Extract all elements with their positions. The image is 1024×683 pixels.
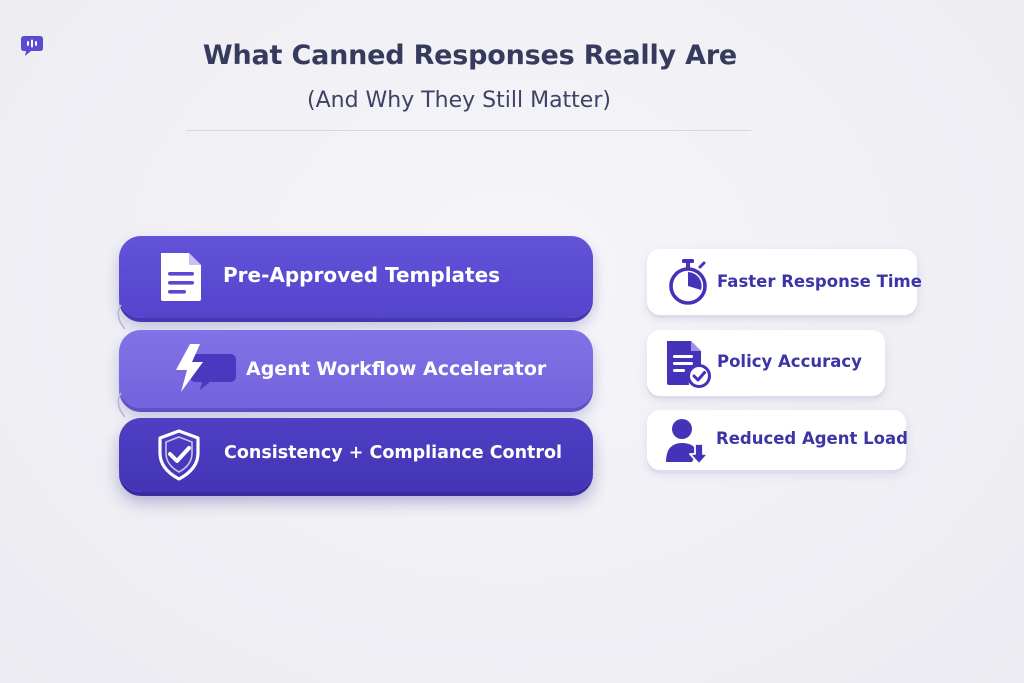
layer-label: Pre-Approved Templates: [223, 263, 501, 287]
page-title: What Canned Responses Really Are: [202, 40, 738, 71]
layer-consistency-compliance-control: Consistency + Compliance Control: [119, 418, 593, 492]
benefit-label: Policy Accuracy: [717, 352, 862, 371]
lightning-chat-icon: [170, 342, 238, 394]
benefit-reduced-agent-load: Reduced Agent Load: [647, 410, 908, 470]
layer-label: Agent Workflow Accelerator: [246, 358, 547, 380]
shield-check-icon: [157, 429, 201, 481]
layer-pre-approved-templates: Pre-Approved Templates: [119, 236, 593, 318]
band-curl-decoration: [117, 304, 126, 330]
stopwatch-icon: [666, 257, 710, 307]
user-down-arrow-icon: [664, 416, 710, 466]
chat-logo-icon: [20, 35, 44, 57]
page-subtitle: (And Why They Still Matter): [307, 88, 611, 113]
document-check-icon: [665, 339, 711, 389]
band-curl-decoration: [117, 392, 126, 418]
benefit-faster-response-time: Faster Response Time: [647, 249, 922, 315]
header-divider: [186, 130, 751, 131]
document-icon: [157, 251, 205, 303]
benefit-policy-accuracy: Policy Accuracy: [647, 330, 885, 396]
benefit-label: Faster Response Time: [717, 272, 922, 291]
layer-label: Consistency + Compliance Control: [224, 443, 563, 463]
layer-agent-workflow-accelerator: Agent Workflow Accelerator: [119, 330, 593, 408]
benefit-label: Reduced Agent Load: [716, 429, 908, 448]
